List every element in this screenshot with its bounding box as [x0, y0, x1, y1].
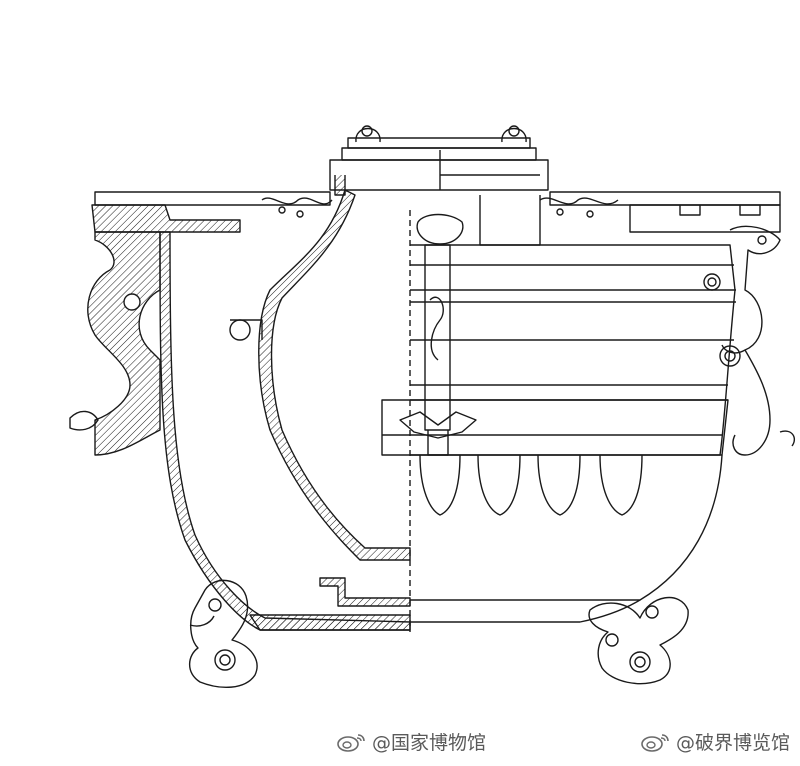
- watermark-pojie-museum: @破界博览馆: [640, 728, 790, 755]
- exterior-view-right: [381, 213, 796, 623]
- watermark-national-museum: @国家博物馆: [336, 728, 486, 755]
- section-view-left: [69, 189, 411, 631]
- beast-foot-right: [588, 596, 689, 685]
- lid: [329, 125, 549, 196]
- weibo-icon: [337, 733, 365, 752]
- watermark-text: @破界博览馆: [676, 732, 791, 754]
- rim: [91, 191, 781, 246]
- beast-foot-left: [188, 579, 258, 689]
- weibo-icon: [641, 733, 669, 752]
- watermark-text: @国家博物馆: [372, 732, 487, 754]
